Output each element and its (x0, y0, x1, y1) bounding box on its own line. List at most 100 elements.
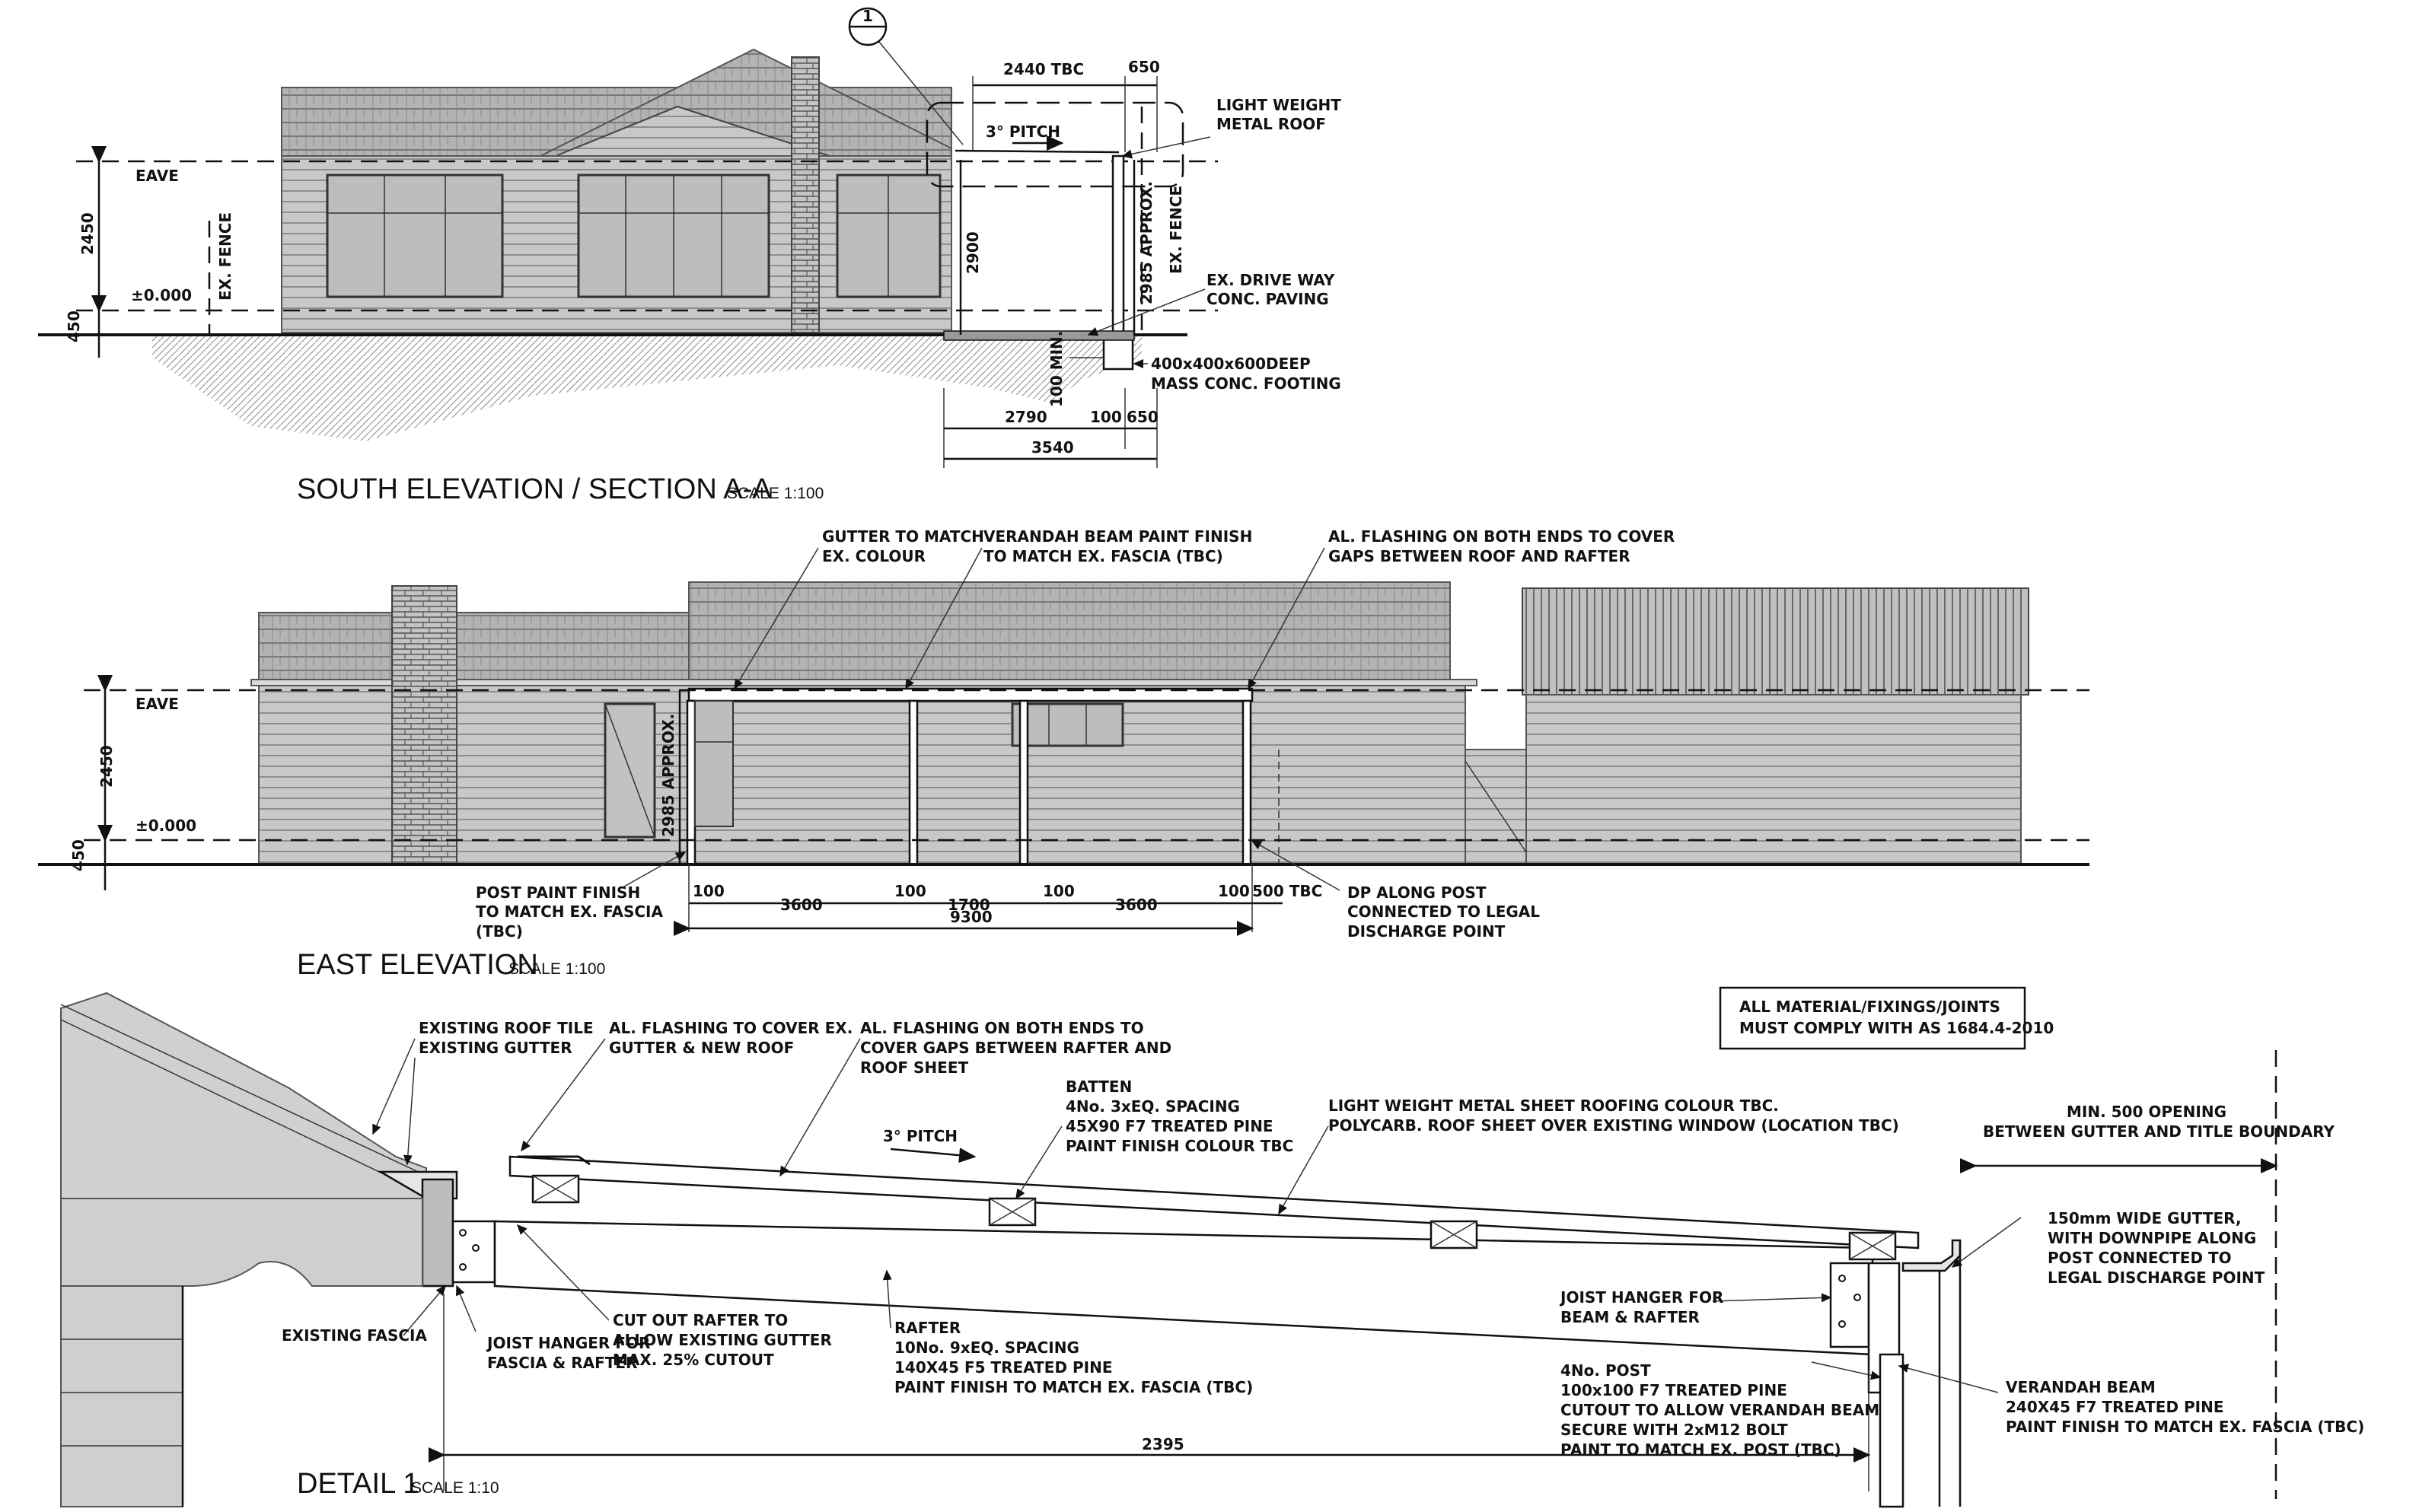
detail-scale: SCALE 1:10 (411, 1479, 499, 1497)
south-dim-650-top: 650 (1128, 58, 1160, 76)
roof-sheet (508, 1155, 1920, 1249)
batten-note-3: 45X90 F7 TREATED PINE (1066, 1117, 1273, 1135)
detail-title: DETAIL 1 (297, 1468, 419, 1500)
east-shed-wall (1525, 694, 2022, 865)
south-drive-note-1: EX. DRIVE WAY (1206, 271, 1335, 289)
sheet-note-1: LIGHT WEIGHT METAL SHEET ROOFING COLOUR … (1328, 1097, 1779, 1115)
existing-wall (60, 1285, 183, 1507)
south-dim-2900: 2900 (964, 231, 982, 274)
east-wall (258, 685, 1466, 865)
south-level-zero: ±0.000 (131, 286, 192, 304)
south-dim-2790: 2790 (1005, 408, 1047, 426)
south-roof-note-1: LIGHT WEIGHT (1216, 96, 1341, 114)
detail-callout (926, 101, 1184, 188)
east-beam-note-2: TO MATCH EX. FASCIA (TBC) (983, 547, 1223, 565)
south-dim-450: 450 (65, 310, 83, 342)
east-dim-5: 3600 (1115, 896, 1158, 914)
detail-dim-2395: 2395 (1142, 1435, 1184, 1453)
south-dim-2985: 2985 APPROX. (1137, 181, 1155, 304)
east-shed-roof (1522, 587, 2029, 696)
south-pitch: 3° PITCH (986, 123, 1060, 141)
east-chimney (391, 585, 457, 865)
rafter-note-1: RAFTER (894, 1319, 961, 1337)
compliance-box (1719, 986, 2026, 1050)
east-eave-label: EAVE (135, 695, 179, 713)
east-level-zero: ±0.000 (135, 816, 196, 835)
verandah-roof (955, 149, 1120, 154)
south-dim-650-bot: 650 (1127, 408, 1159, 426)
verandah-note-2: 240X45 F7 TREATED PINE (2006, 1398, 2224, 1416)
gutter-note-2: WITH DOWNPIPE ALONG (2048, 1229, 2256, 1247)
verandah-post-section (1111, 154, 1125, 336)
south-elevation: 1 2450 450 EAVE ±0.000 EX. FENCE EX. FEN… (38, 7, 1341, 505)
hanger1-note-1: JOIST HANGER FOR (486, 1334, 650, 1352)
sheet-note-2: POLYCARB. ROOF SHEET OVER EXISTING WINDO… (1328, 1116, 1899, 1135)
east-dim-450: 450 (69, 839, 88, 871)
flashing2-note-1: AL. FLASHING ON BOTH ENDS TO (860, 1019, 1144, 1037)
east-dim-3: 1700 (948, 896, 990, 914)
detail-1: 3° PITCH 2395 ALL MATERIAL/FIXINGS/JOINT… (60, 986, 2364, 1508)
cutout-note-1: CUT OUT RAFTER TO (613, 1311, 788, 1329)
section-mark-number: 1 (862, 7, 873, 25)
post-note-2: 100x100 F7 TREATED PINE (1560, 1381, 1787, 1399)
flashing2-note-3: ROOF SHEET (860, 1058, 968, 1077)
joist-hanger-fascia (451, 1220, 496, 1284)
south-dim-2440: 2440 TBC (1003, 60, 1084, 78)
east-dim-2: 100 (894, 882, 926, 900)
compliance-line-2: MUST COMPLY WITH AS 1684.4-2010 (1739, 1019, 2054, 1037)
south-fence-right: EX. FENCE (1167, 186, 1185, 274)
flashing2-note-2: COVER GAPS BETWEEN RAFTER AND (860, 1039, 1171, 1057)
east-dim-6: 100 (1218, 882, 1250, 900)
batten-note-2: 4No. 3xEQ. SPACING (1066, 1097, 1240, 1116)
east-roof-main (688, 581, 1451, 682)
south-footing-note-2: MASS CONC. FOOTING (1151, 374, 1341, 393)
south-dim-100: 100 (1090, 408, 1122, 426)
gutter-note-4: LEGAL DISCHARGE POINT (2048, 1268, 2265, 1287)
east-dp-note-3: DISCHARGE POINT (1347, 922, 1506, 941)
fascia-note: EXISTING FASCIA (282, 1326, 427, 1345)
existing-fascia (421, 1178, 454, 1288)
east-dim-2450: 2450 (97, 745, 116, 788)
east-post-note-3: (TBC) (476, 922, 523, 941)
east-dim-0: 100 (693, 882, 725, 900)
verandah-note-3: PAINT FINISH TO MATCH EX. FASCIA (TBC) (2006, 1418, 2364, 1436)
rafter-note-2: 10No. 9xEQ. SPACING (894, 1339, 1079, 1357)
east-dp-note-2: CONNECTED TO LEGAL (1347, 902, 1540, 921)
compliance-line-1: ALL MATERIAL/FIXINGS/JOINTS (1739, 998, 2000, 1016)
east-beam-note-1: VERANDAH BEAM PAINT FINISH (983, 527, 1252, 546)
flashing1-note-2: GUTTER & NEW ROOF (609, 1039, 794, 1057)
south-title: SOUTH ELEVATION / SECTION A-A (297, 473, 772, 505)
east-gutter-window (694, 700, 734, 827)
cutout-note-2: ALLOW EXISTING GUTTER (613, 1331, 832, 1349)
rafter-note-4: PAINT FINISH TO MATCH EX. FASCIA (TBC) (894, 1378, 1253, 1396)
east-flashing-note-2: GAPS BETWEEN ROOF AND RAFTER (1328, 547, 1630, 565)
south-footing-note-1: 400x400x600DEEP (1151, 355, 1311, 373)
east-window (1011, 702, 1124, 747)
south-fence-left: EX. FENCE (216, 212, 234, 301)
hanger2-note-1: JOIST HANGER FOR (1559, 1288, 1723, 1307)
cutout-note-3: MAX. 25% CUTOUT (613, 1351, 774, 1369)
south-dim-100min: 100 MIN. (1047, 331, 1066, 407)
east-scale: SCALE 1:100 (508, 960, 605, 978)
east-gutter-note-2: EX. COLOUR (822, 547, 926, 565)
east-gutter-note-1: GUTTER TO MATCH (822, 527, 984, 546)
east-verandah-beam (687, 687, 1254, 702)
new-gutter (1901, 1239, 1962, 1272)
flashing-left (518, 1155, 591, 1166)
window-group (326, 173, 942, 298)
flashing1-note-1: AL. FLASHING TO COVER EX. (609, 1019, 853, 1037)
east-dim-7: 500 TBC (1252, 882, 1322, 900)
east-elevation: 2450 450 EAVE ±0.000 2985 APPROX. GUTTER… (38, 527, 2089, 981)
batten-note-1: BATTEN (1066, 1077, 1132, 1096)
east-post-note-2: TO MATCH EX. FASCIA (476, 902, 663, 921)
verandah-note-1: VERANDAH BEAM (2006, 1378, 2156, 1396)
east-roof-left (258, 612, 690, 682)
battens (531, 1174, 1897, 1261)
gutter-note-3: POST CONNECTED TO (2048, 1249, 2232, 1267)
east-flashing-note-1: AL. FLASHING ON BOTH ENDS TO COVER (1328, 527, 1675, 546)
chimney (791, 56, 820, 333)
existing-eave-lining (60, 1198, 423, 1287)
south-dim-2450: 2450 (78, 212, 97, 255)
east-dim-chain: 100 3600 100 1700 100 3600 100 500 TBC (693, 882, 1322, 914)
batten-note-4: PAINT FINISH COLOUR TBC (1066, 1137, 1293, 1155)
